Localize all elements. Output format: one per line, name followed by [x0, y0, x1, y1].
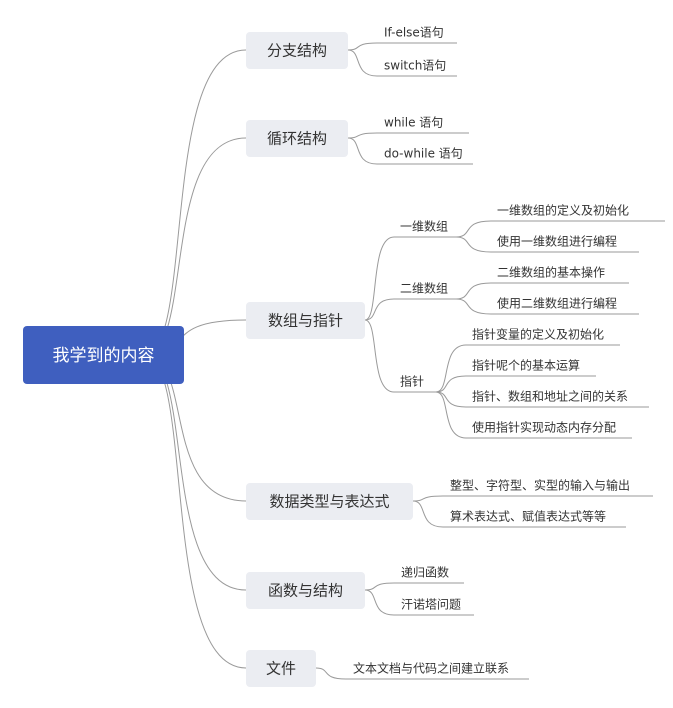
leaf-label-b1-0: If-else语句	[384, 26, 444, 40]
topic-label-b2: 循环结构	[267, 130, 327, 148]
topic-box-b1[interactable]	[246, 32, 348, 69]
leaf-label-b3-2-1: 指针呢个的基本运算	[472, 358, 580, 373]
connector-b4-leaf-1	[412, 500, 444, 528]
connector-b2-leaf-1	[347, 137, 378, 165]
connector-b1-leaf-0	[347, 42, 378, 51]
connector-b3-sub-1	[364, 298, 395, 321]
topic-box-b4[interactable]	[246, 483, 413, 520]
connector-root-to-b6	[143, 354, 247, 669]
connector-b3-sub-0	[364, 236, 395, 321]
connector-b1-leaf-1	[347, 49, 378, 77]
leaf-label-b4-1: 算术表达式、赋值表达式等等	[450, 509, 606, 524]
connector-b3-sub-0-leaf-1	[455, 236, 492, 253]
topic-label-b6: 文件	[266, 660, 296, 678]
connector-b5-leaf-0	[364, 582, 395, 591]
connector-b5-leaf-1	[364, 589, 395, 616]
leaf-label-b3-1-0: 二维数组的基本操作	[497, 265, 605, 280]
leaf-label-b3-0-0: 一维数组的定义及初始化	[497, 203, 629, 218]
leaf-label-b1-1: switch语句	[384, 59, 446, 73]
connector-b6-leaf-0	[315, 667, 347, 680]
leaf-label-b5-1: 汗诺塔问题	[401, 598, 461, 612]
leaf-label-b6-0: 文本文档与代码之间建立联系	[353, 661, 509, 676]
topic-box-b3[interactable]	[246, 302, 365, 339]
connector-root-to-b1	[143, 49, 247, 356]
leaf-label-b3-2-0: 指针变量的定义及初始化	[472, 327, 604, 342]
subtopic-label-b3-1: 二维数组	[400, 281, 448, 296]
leaf-label-b4-0: 整型、字符型、实型的输入与输出	[450, 478, 630, 493]
connector-root-to-b2	[143, 137, 247, 356]
root-topic-box[interactable]	[23, 326, 184, 384]
topic-label-b5: 函数与结构	[268, 582, 343, 600]
leaf-label-b2-1: do-while 语句	[384, 147, 463, 161]
leaf-label-b3-1-1: 使用二维数组进行编程	[497, 296, 617, 311]
subtopic-label-b3-2: 指针	[400, 374, 424, 389]
connector-b3-sub-1-leaf-1	[455, 298, 492, 315]
connector-root-to-b5	[143, 354, 247, 591]
root-topic-label: 我学到的内容	[53, 346, 155, 366]
connector-b3-sub-2	[364, 319, 395, 393]
connector-b3-sub-1-leaf-0	[455, 282, 492, 300]
leaf-label-b5-0: 递归函数	[401, 565, 449, 580]
topic-label-b3: 数组与指针	[268, 312, 343, 330]
leaf-label-b2-0: while 语句	[384, 116, 443, 130]
connector-b3-sub-0-leaf-0	[455, 220, 492, 238]
connector-b3-sub-2-leaf-0	[435, 344, 467, 393]
leaf-label-b3-2-3: 使用指针实现动态内存分配	[472, 420, 616, 435]
connector-b3-sub-2-leaf-3	[435, 391, 467, 439]
topic-label-b4: 数据类型与表达式	[269, 493, 389, 511]
topic-box-b5[interactable]	[246, 572, 365, 609]
topic-box-b6[interactable]	[246, 650, 316, 687]
connector-b3-sub-2-leaf-1	[435, 375, 467, 393]
topic-box-b2[interactable]	[246, 120, 348, 157]
connector-b2-leaf-0	[347, 132, 378, 139]
connector-b4-leaf-0	[412, 495, 444, 502]
leaf-label-b3-2-2: 指针、数组和地址之间的关系	[472, 389, 628, 404]
topic-label-b1: 分支结构	[267, 42, 327, 60]
subtopic-label-b3-0: 一维数组	[400, 219, 448, 234]
leaf-label-b3-0-1: 使用一维数组进行编程	[497, 234, 617, 249]
